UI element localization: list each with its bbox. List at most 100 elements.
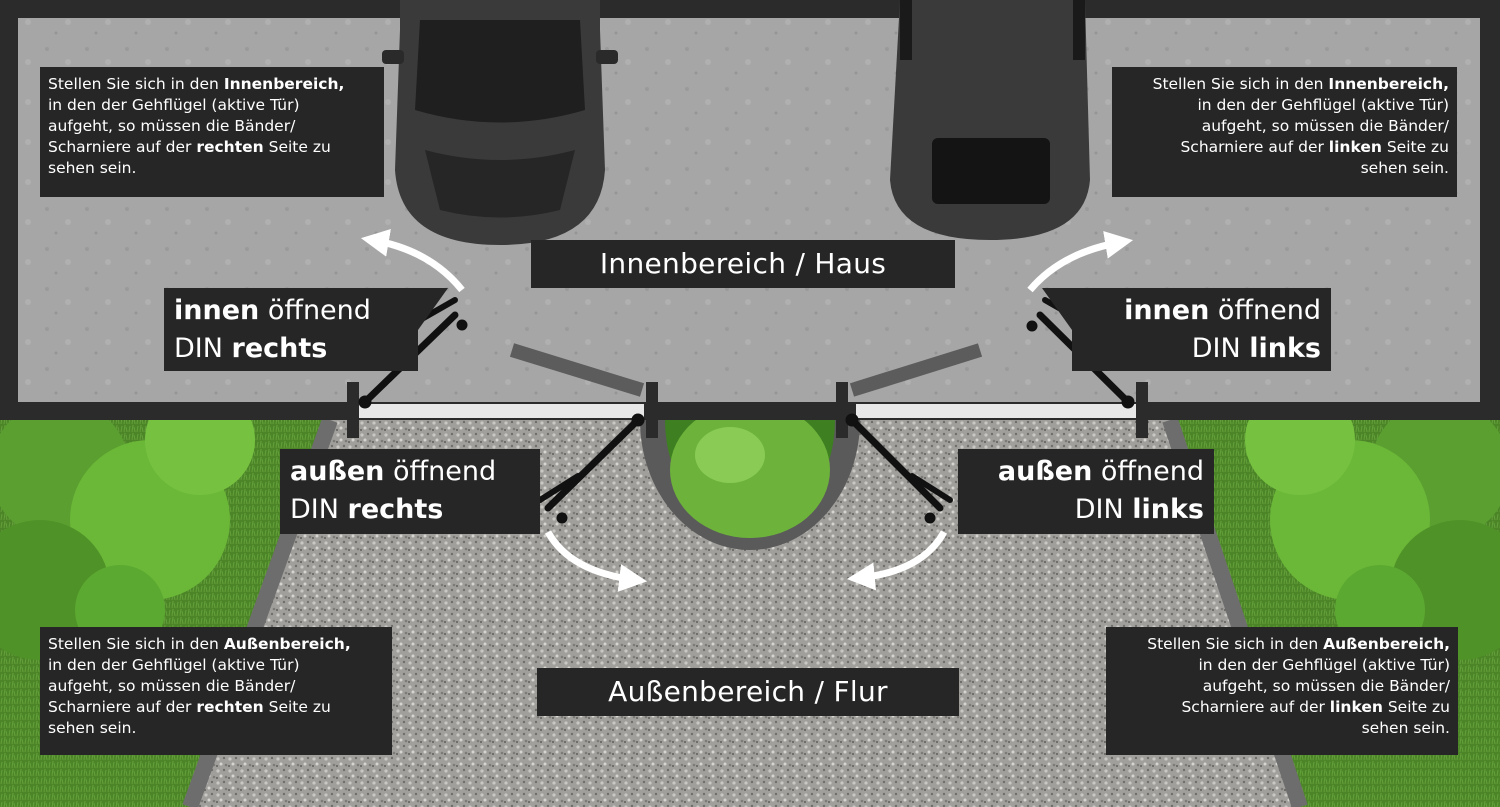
threshold-right	[856, 404, 1136, 418]
door-label-out-left: außen öffnend DIN links	[958, 449, 1214, 534]
info-text: Seite zu	[1382, 698, 1450, 716]
info-line: in den der Gehflügel (aktive Tür)	[1114, 655, 1450, 676]
info-strong: rechten	[196, 698, 264, 716]
info-line: Scharniere auf der linken Seite zu	[1114, 697, 1450, 718]
door-label-line1: außen öffnend	[290, 453, 530, 491]
info-text: sehen sein.	[48, 159, 137, 177]
info-line: aufgeht, so müssen die Bänder/	[48, 676, 384, 697]
info-text: aufgeht, so müssen die Bänder/	[1202, 677, 1450, 695]
info-text: in den der Gehflügel (aktive Tür)	[48, 96, 300, 114]
info-line: Scharniere auf der linken Seite zu	[1120, 137, 1449, 158]
info-strong: Außenbereich,	[223, 635, 351, 653]
info-text: sehen sein.	[48, 719, 137, 737]
info-line: sehen sein.	[48, 158, 376, 179]
door-label-strong: rechts	[347, 494, 444, 525]
info-text: in den der Gehflügel (aktive Tür)	[1198, 656, 1450, 674]
info-lines: Stellen Sie sich in den Innenbereich,in …	[1120, 74, 1449, 179]
door-label-strong: außen	[997, 456, 1093, 487]
info-lines: Stellen Sie sich in den Außenbereich,in …	[1114, 634, 1450, 739]
door-label-line2: DIN links	[1082, 330, 1321, 368]
door-label-in-left: innen öffnend DIN links	[1072, 288, 1331, 371]
info-box-inside-left: Stellen Sie sich in den Innenbereich, in …	[40, 67, 384, 197]
door-label-line2: DIN rechts	[174, 330, 408, 368]
info-text: sehen sein.	[1361, 719, 1450, 737]
passive-wing-right	[849, 343, 983, 397]
info-line: in den der Gehflügel (aktive Tür)	[48, 95, 376, 116]
door-label-text: DIN	[1191, 333, 1250, 364]
info-text: Stellen Sie sich in den	[48, 635, 224, 653]
info-box-outside-left: Stellen Sie sich in den Außenbereich,in …	[40, 627, 392, 755]
info-text: aufgeht, so müssen die Bänder/	[1201, 117, 1449, 135]
zone-label-outside: Außenbereich / Flur	[537, 668, 959, 716]
door-out-right	[537, 413, 645, 524]
info-text: Stellen Sie sich in den	[1147, 635, 1324, 653]
swing-arrow-out-right	[544, 530, 648, 592]
door-label-strong: innen	[1124, 295, 1210, 326]
wall-posts	[347, 382, 1148, 438]
door-label-text: öffnend	[259, 295, 371, 326]
swing-arrow-out-left	[846, 530, 948, 591]
door-label-out-right: außen öffnend DIN rechts	[280, 449, 540, 534]
door-label-text: öffnend	[1092, 456, 1204, 487]
door-label-strong: rechts	[231, 333, 328, 364]
door-label-line2: DIN links	[968, 491, 1204, 529]
info-text: Scharniere auf der	[48, 698, 197, 716]
door-label-text: DIN	[290, 494, 348, 525]
info-line: Stellen Sie sich in den Außenbereich,	[1114, 634, 1450, 655]
car-sports-icon	[382, 0, 618, 245]
info-box-outside-right: Stellen Sie sich in den Außenbereich,in …	[1106, 627, 1458, 755]
door-label-line1: innen öffnend	[174, 292, 408, 330]
info-text: in den der Gehflügel (aktive Tür)	[1197, 96, 1449, 114]
door-label-strong: außen	[290, 456, 385, 487]
swing-arrow-in-left	[1027, 230, 1134, 293]
label-notch-in-left	[1042, 288, 1072, 330]
passive-wing-left	[509, 343, 645, 397]
info-text: Scharniere auf der	[1180, 138, 1329, 156]
info-text: Seite zu	[1381, 138, 1449, 156]
info-line: Stellen Sie sich in den Innenbereich,	[1120, 74, 1449, 95]
info-line: in den der Gehflügel (aktive Tür)	[48, 655, 384, 676]
label-notch-in-right	[418, 288, 448, 330]
info-line: aufgeht, so müssen die Bänder/	[1120, 116, 1449, 137]
info-text: Scharniere auf der	[1181, 698, 1330, 716]
info-line: aufgeht, so müssen die Bänder/	[1114, 676, 1450, 697]
bush-highlight	[695, 427, 765, 483]
info-text: Stellen Sie sich in den	[1152, 75, 1329, 93]
info-line: sehen sein.	[1114, 718, 1450, 739]
info-text: Scharniere auf der	[48, 138, 197, 156]
door-label-text: öffnend	[1209, 295, 1321, 326]
info-line: aufgeht, so müssen die Bänder/	[48, 116, 376, 137]
door-label-strong: innen	[174, 295, 260, 326]
door-label-in-right: innen öffnend DIN rechts	[164, 288, 418, 371]
info-line: Stellen Sie sich in den Außenbereich,	[48, 634, 384, 655]
info-text: Seite zu	[263, 138, 331, 156]
zone-label-inside: Innenbereich / Haus	[531, 240, 955, 288]
threshold-left	[358, 404, 644, 418]
car-van-icon	[890, 0, 1090, 240]
info-text: Stellen Sie sich in den	[48, 75, 224, 93]
info-text: sehen sein.	[1360, 159, 1449, 177]
info-box-inside-right: Stellen Sie sich in den Innenbereich,in …	[1112, 67, 1457, 197]
info-text: in den der Gehflügel (aktive Tür)	[48, 656, 300, 674]
door-label-line2: DIN rechts	[290, 491, 530, 529]
info-line: Scharniere auf der rechten Seite zu	[48, 137, 376, 158]
info-lines: Stellen Sie sich in den Innenbereich, in …	[48, 74, 376, 179]
info-text: aufgeht, so müssen die Bänder/	[48, 117, 296, 135]
door-swing-arrow-icon	[360, 229, 465, 293]
info-line: sehen sein.	[1120, 158, 1449, 179]
info-line: sehen sein.	[48, 718, 384, 739]
door-label-strong: links	[1249, 333, 1321, 364]
door-label-strong: links	[1132, 494, 1204, 525]
info-strong: linken	[1329, 698, 1383, 716]
info-strong: Außenbereich,	[1323, 635, 1450, 653]
door-label-text: DIN	[174, 333, 232, 364]
info-strong: Innenbereich,	[223, 75, 345, 93]
info-lines: Stellen Sie sich in den Außenbereich,in …	[48, 634, 384, 739]
door-label-line1: außen öffnend	[968, 453, 1204, 491]
info-strong: linken	[1328, 138, 1382, 156]
door-label-text: öffnend	[384, 456, 497, 487]
info-line: in den der Gehflügel (aktive Tür)	[1120, 95, 1449, 116]
info-strong: rechten	[196, 138, 264, 156]
door-out-left	[845, 413, 953, 524]
info-text: aufgeht, so müssen die Bänder/	[48, 677, 296, 695]
